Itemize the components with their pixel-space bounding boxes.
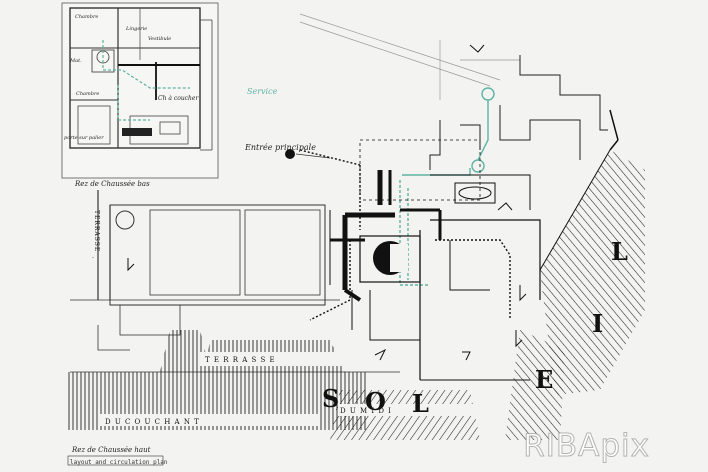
plan-caption: layout and circulation plan: [70, 459, 168, 466]
du-midi-label: D U M I D I: [340, 407, 392, 415]
rez-haut-label: Rez de Chaussée haut: [71, 446, 151, 454]
terrasse-soleil: [505, 149, 645, 440]
direction-arrows: [127, 44, 527, 361]
terrasse-couchant: T E R R A S S E D U C O U C H A N T: [68, 330, 368, 430]
ribapix-watermark: RIBApix: [523, 428, 650, 465]
sol-letter-l: L: [412, 389, 429, 418]
terrasse-midi: D U M I D I: [330, 390, 480, 440]
svg-text:Lingerie: Lingerie: [125, 26, 147, 32]
inset-room-label: Ch à coucher: [158, 95, 199, 102]
entree-label: Entrée principale: [244, 143, 316, 152]
inset-plan: Chambre Lingerie Mat. Vestibule Chambre …: [61, 2, 219, 188]
main-walls: [329, 139, 541, 381]
sol-letter-e: E: [535, 365, 553, 394]
rez-bas-label: Rez de Chaussée bas: [74, 180, 150, 188]
circulation-paths: [299, 149, 511, 321]
sol-letter-s: S: [322, 384, 339, 413]
upper-right-structure: [429, 55, 619, 170]
terrasse-mid-label: T E R R A S S E: [205, 356, 276, 364]
entrance-dot: [285, 149, 295, 159]
svg-text:Vestibule: Vestibule: [148, 36, 171, 42]
sol-letter-l2: L: [611, 237, 628, 266]
service-label: Service: [247, 87, 278, 96]
inset-note-label: porte sur palier: [64, 135, 104, 141]
svg-text:Mat.: Mat.: [69, 58, 82, 64]
svg-text:Chambre: Chambre: [75, 14, 98, 20]
du-couchant-label: D U C O U C H A N T: [105, 418, 200, 426]
service-circulation: [399, 87, 495, 286]
upper-outlines: [299, 13, 520, 100]
svg-text:.: .: [92, 253, 95, 260]
sol-letter-i: I: [592, 309, 603, 338]
terrasse-vertical-label: TERRASSE: [93, 210, 100, 252]
sol-letter-o: O: [365, 387, 386, 416]
svg-text:Chambre: Chambre: [76, 91, 99, 97]
central-ramp: [330, 235, 421, 283]
